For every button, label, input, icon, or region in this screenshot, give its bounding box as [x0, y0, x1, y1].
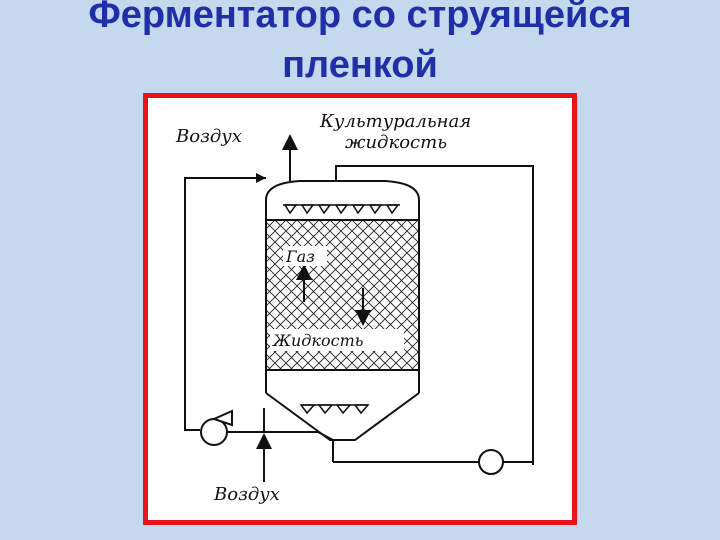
- air-feed-pipe: [227, 431, 334, 441]
- gas-label: Газ: [285, 247, 315, 266]
- culture-liquid-label-1: Культуральная: [319, 111, 471, 132]
- air-out-label: Воздух: [175, 126, 242, 147]
- culture-liquid-label-2: жидкость: [345, 132, 447, 153]
- title-line-2: пленкой: [282, 44, 438, 86]
- vessel-cone: [265, 392, 420, 441]
- liquid-pump: [478, 449, 504, 475]
- bottom-gas-distributor: [299, 404, 370, 415]
- liquid-inlet-pipe: [335, 165, 534, 465]
- air-loop-pipe: [184, 177, 266, 431]
- liquid-label: Жидкость: [272, 331, 363, 350]
- air-in-label: Воздух: [213, 484, 280, 505]
- vessel-dome: [265, 180, 420, 201]
- title-line-1: Ферментатор со струящейся: [88, 0, 632, 36]
- top-spray-nozzles: [283, 204, 400, 215]
